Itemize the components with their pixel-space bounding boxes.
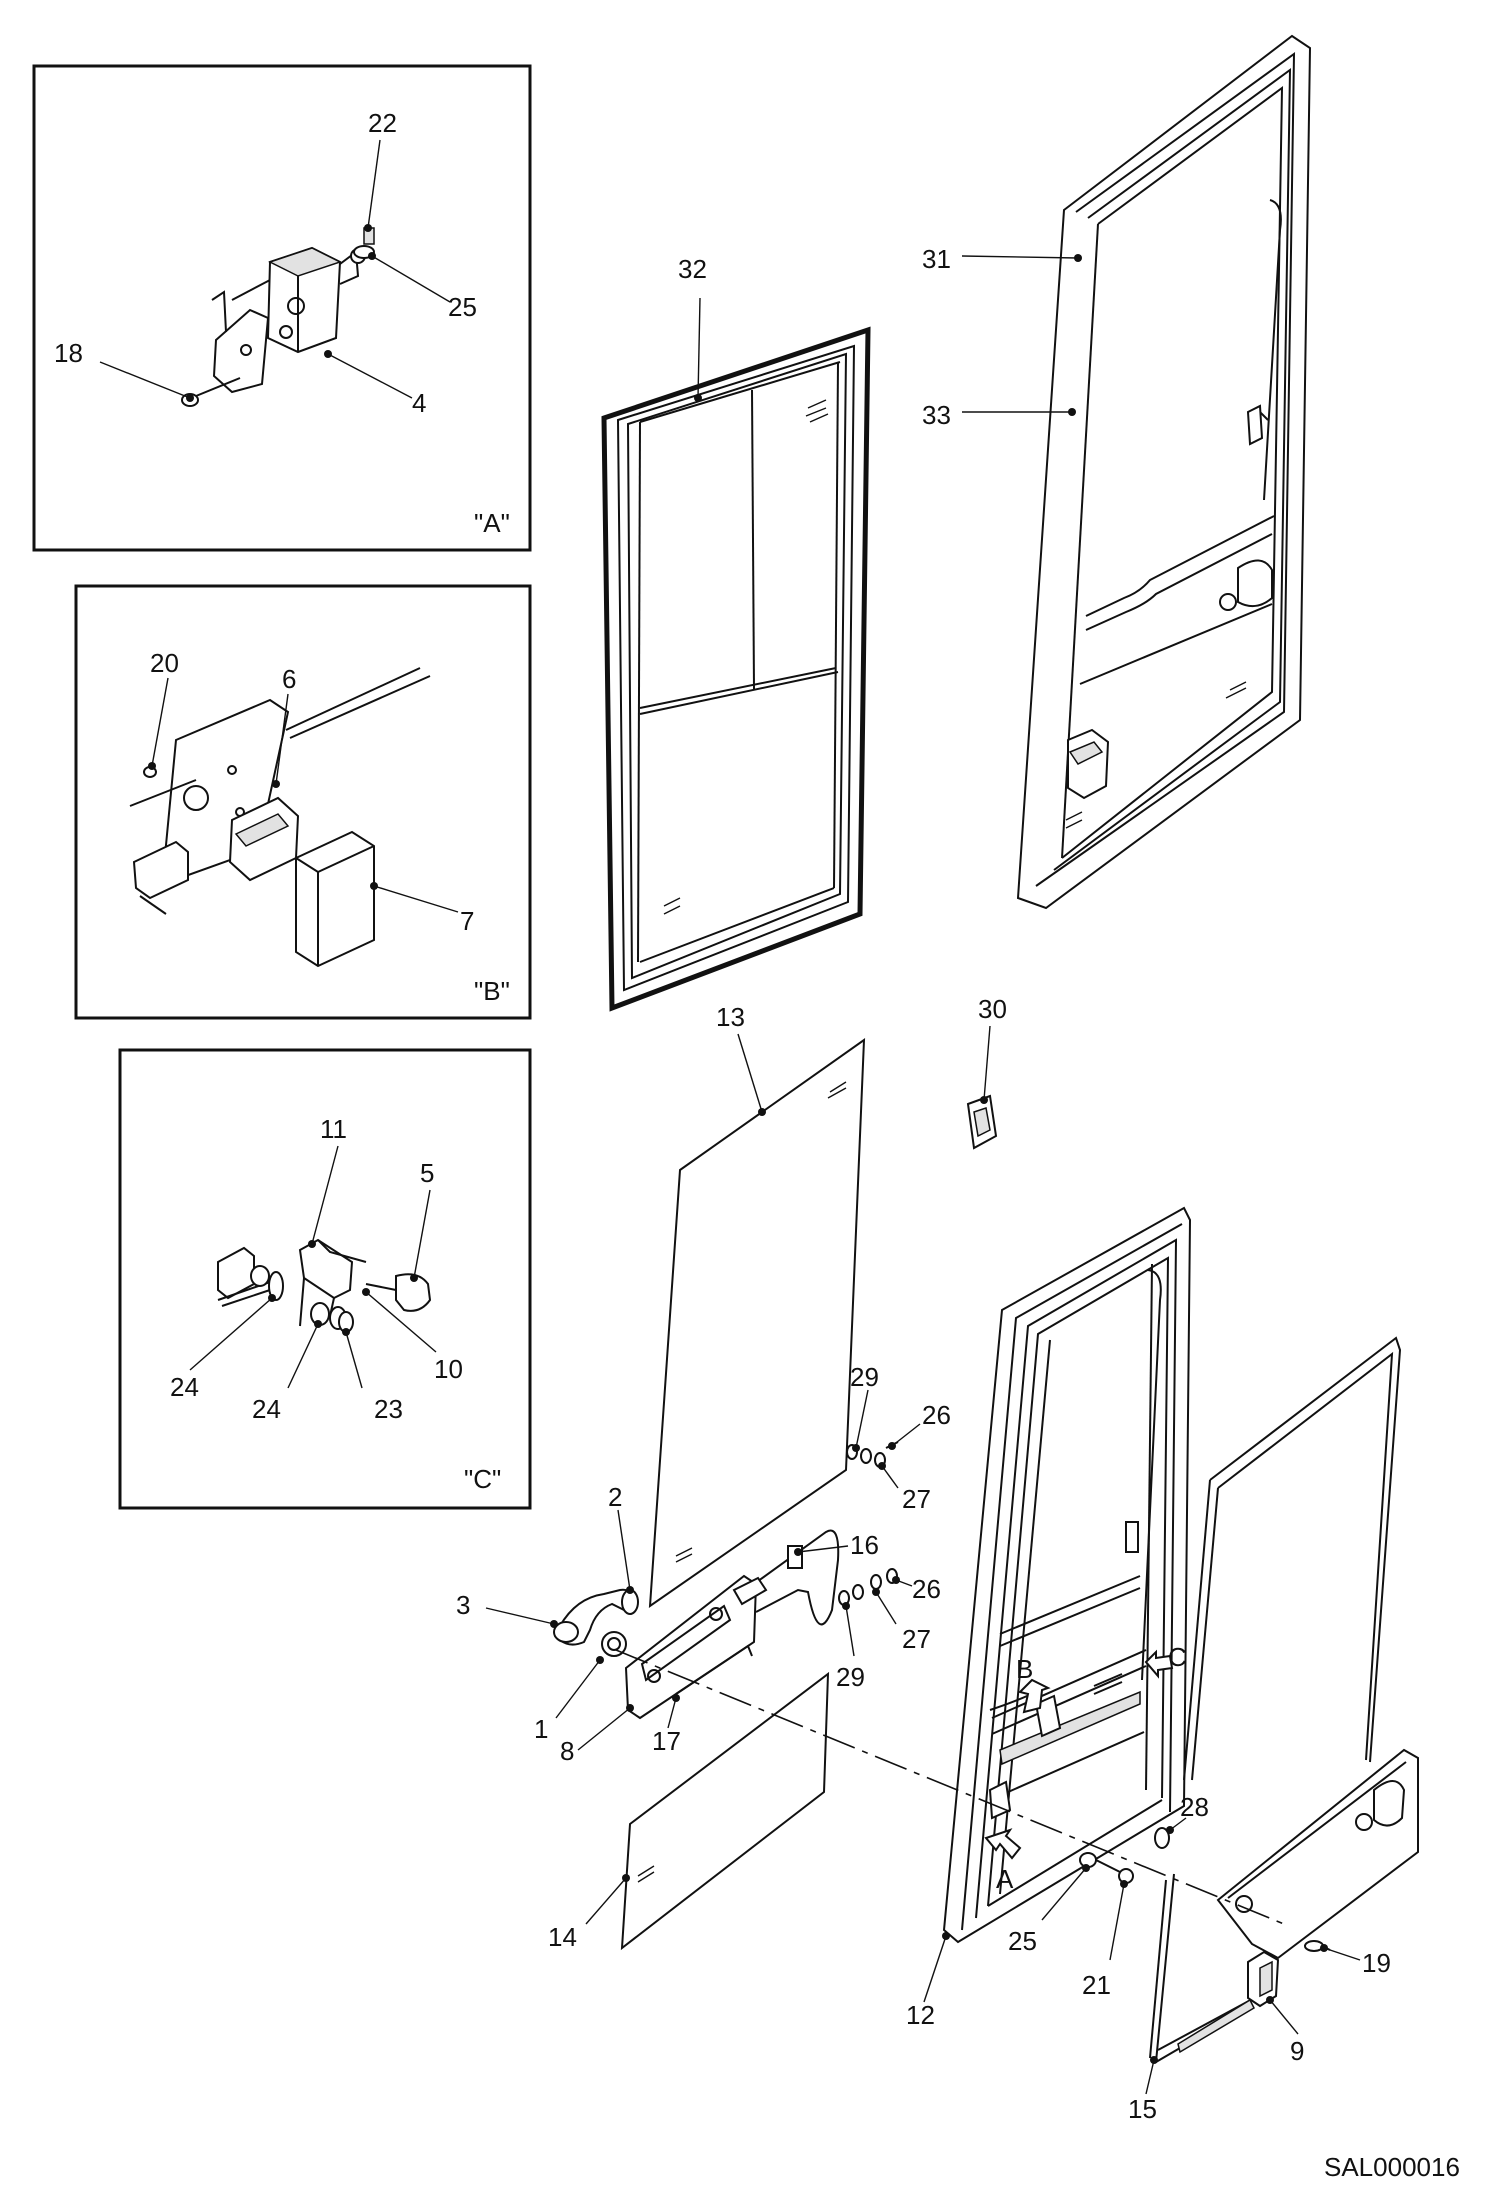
part-number: 11: [320, 1114, 347, 1144]
detail-b-frame: [74, 584, 532, 1020]
part-number: 13: [716, 1002, 745, 1032]
part-number: 27: [902, 1484, 931, 1514]
part-number: 30: [978, 994, 1007, 1024]
part-number: 3: [456, 1590, 470, 1620]
part-number: 2: [608, 1482, 622, 1512]
part-number: 9: [1290, 2036, 1304, 2066]
detail-b-label: "B": [474, 976, 510, 1006]
detail-b: 20 6 7 "B": [74, 584, 532, 1020]
inner-door-frame: B C A 12: [906, 1206, 1192, 2030]
part-number: 20: [150, 648, 179, 678]
view-letter: C: [1168, 1642, 1187, 1672]
part-number: 33: [922, 400, 951, 430]
view-letter: A: [996, 1864, 1014, 1894]
detail-a-label: "A": [474, 508, 510, 538]
part-number: 29: [850, 1362, 879, 1392]
inner-plate: 16 8 17: [560, 1529, 879, 1766]
knob: [395, 1273, 432, 1312]
part-number: 17: [652, 1726, 681, 1756]
detail-c: 11 5 24 24 23 10 "C": [118, 1048, 532, 1510]
outer-door-panel: 31 33: [922, 34, 1312, 910]
part-number: 31: [922, 244, 951, 274]
detail-a-frame: [32, 64, 532, 552]
part-number: 15: [1128, 2094, 1157, 2124]
part-number: 24: [170, 1372, 199, 1402]
part-number: 27: [902, 1624, 931, 1654]
part-number: 7: [460, 906, 474, 936]
part-number: 25: [1008, 1926, 1037, 1956]
view-arrow-b: [1018, 1678, 1051, 1714]
part-number: 10: [434, 1354, 463, 1384]
part-number: 29: [836, 1662, 865, 1692]
part-number: 26: [922, 1400, 951, 1430]
fasteners-lower: 25 21: [1008, 1852, 1134, 2000]
part-number: 18: [54, 338, 83, 368]
cover-box: [295, 830, 375, 968]
part-number: 12: [906, 2000, 935, 2030]
part-number: 1: [534, 1714, 548, 1744]
part-number: 6: [282, 664, 296, 694]
part-number: 14: [548, 1922, 577, 1952]
view-arrow-c: [1144, 1649, 1174, 1679]
part-number: 8: [560, 1736, 574, 1766]
door-handle: 3 2 1: [456, 1482, 639, 1744]
view-letter: B: [1016, 1654, 1033, 1684]
part-number: 16: [850, 1530, 879, 1560]
assembly-centerline: [615, 1649, 1285, 1925]
part-30-clip: 30: [966, 994, 1007, 1150]
part-number: 22: [368, 108, 397, 138]
fasteners-upper: 29 26 27 26 27 29: [836, 1362, 951, 1692]
part-number: 4: [412, 388, 426, 418]
part-number: 24: [252, 1394, 281, 1424]
detail-a: 22 25 18 4 "A": [32, 64, 532, 552]
part-number: 32: [678, 254, 707, 284]
window-seal-frame: 15: [1128, 1336, 1402, 2124]
trim-panel: 19 9 28: [1154, 1748, 1419, 2066]
part-number: 21: [1082, 1970, 1111, 2000]
part-number: 25: [448, 292, 477, 322]
glass-panel-13: 13: [648, 1002, 866, 1609]
detail-c-frame: [118, 1048, 532, 1510]
part-number: 23: [374, 1394, 403, 1424]
part-number: 28: [1180, 1792, 1209, 1822]
detail-c-label: "C": [464, 1464, 501, 1494]
part-number: 5: [420, 1158, 434, 1188]
view-arrow-a: [984, 1828, 1022, 1860]
document-code: SAL000016: [1324, 2152, 1460, 2182]
glass-panel-14: 14: [548, 1671, 830, 1952]
upper-window-frame: 32: [601, 254, 871, 1012]
part-number: 26: [912, 1574, 941, 1604]
part-number: 19: [1362, 1948, 1391, 1978]
